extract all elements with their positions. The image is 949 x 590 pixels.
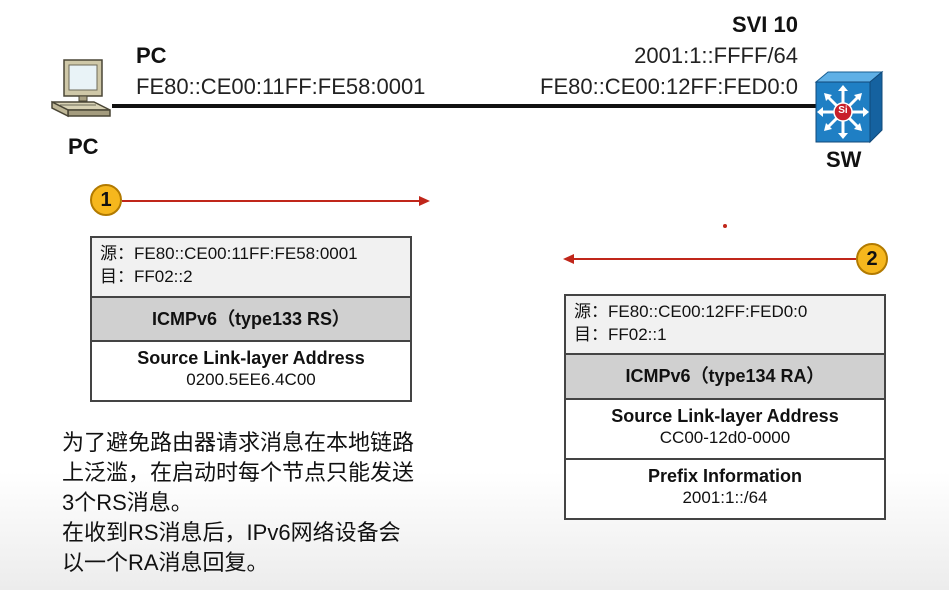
pc-computer-icon [50,58,112,122]
ra-field2-value: 2001:1::/64 [682,488,768,507]
ra-field1-name: Source Link-layer Address [611,406,839,426]
pc-top-label: PC [136,43,167,68]
description-line-1: 为了避免路由器请求消息在本地链路 [62,430,415,455]
link-line [112,104,824,108]
pc-bottom-label: PC [68,134,99,159]
sw-link-local-address: FE80::CE00:12FF:FED0:0 [540,74,798,99]
rs-source-link-layer-row: Source Link-layer Address 0200.5EE6.4C00 [92,342,410,400]
svi-label: SVI 10 [731,12,798,37]
ra-type-label: ICMPv6（type134 RA） [625,366,825,386]
rs-arrow-line [122,200,419,202]
ra-source-link-layer-row: Source Link-layer Address CC00-12d0-0000 [566,400,884,460]
ra-destination-address: 目：FF02::1 [574,325,667,344]
step-2-badge: 2 [856,243,888,275]
step-1-badge: 1 [90,184,122,216]
rs-source-address: 源：FE80::CE00:11FF:FE58:0001 [100,244,358,263]
ra-source-address: 源：FE80::CE00:12FF:FED0:0 [574,302,808,321]
rs-arrow-head-icon [419,196,430,206]
description-text: 为了避免路由器请求消息在本地链路 上泛滥，在启动时每个节点只能发送 3个RS消息… [62,428,482,578]
rs-address-row: 源：FE80::CE00:11FF:FE58:0001 目：FF02::2 [92,238,410,298]
ra-arrow-head-icon [563,254,574,264]
switch-icon-text: Si [838,105,848,116]
sw-label: SW [826,147,862,172]
ra-field1-value: CC00-12d0-0000 [659,428,791,447]
rs-field-name: Source Link-layer Address [137,348,365,368]
sw-global-address: 2001:1::FFFF/64 [634,43,798,68]
rs-type-row: ICMPv6（type133 RS） [92,298,410,342]
red-dot [723,224,727,228]
ra-address-row: 源：FE80::CE00:12FF:FED0:0 目：FF02::1 [566,296,884,355]
description-line-3: 3个RS消息。 [62,490,193,515]
rs-packet: 源：FE80::CE00:11FF:FE58:0001 目：FF02::2 IC… [90,236,412,402]
pc-address-label: FE80::CE00:11FF:FE58:0001 [136,74,426,99]
rs-field-value: 0200.5EE6.4C00 [186,370,316,389]
ra-field2-name: Prefix Information [647,466,803,486]
ra-prefix-information-row: Prefix Information 2001:1::/64 [566,460,884,518]
rs-destination-address: 目：FF02::2 [100,267,193,286]
ra-arrow-line [574,258,856,260]
description-line-5: 以一个RA消息回复。 [62,550,269,575]
ra-type-row: ICMPv6（type134 RA） [566,355,884,400]
description-line-2: 上泛滥，在启动时每个节点只能发送 [62,460,415,485]
ra-packet: 源：FE80::CE00:12FF:FED0:0 目：FF02::1 ICMPv… [564,294,886,520]
rs-type-label: ICMPv6（type133 RS） [151,309,351,329]
description-line-4: 在收到RS消息后，IPv6网络设备会 [62,520,401,545]
multilayer-switch-icon: Si [812,70,886,144]
